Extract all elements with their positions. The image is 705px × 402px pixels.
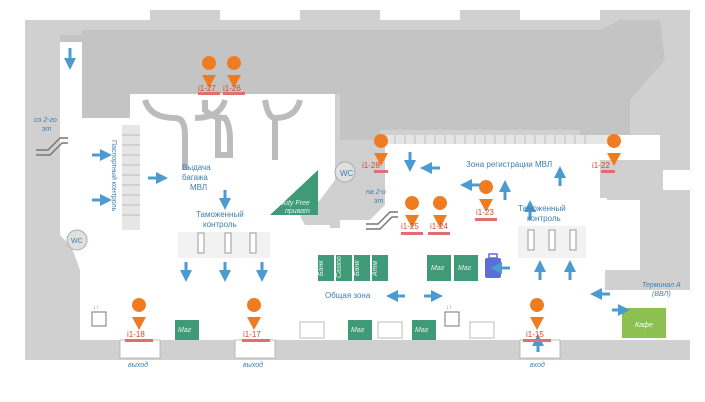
escalator-icon: [366, 211, 398, 230]
exit-bumps: [119, 339, 561, 359]
shop-label: Маг: [458, 265, 472, 272]
cafe-label: Кафе: [635, 322, 653, 329]
terminal-a-label: Терминал А: [642, 282, 681, 289]
location-pin-icon[interactable]: [479, 180, 494, 212]
baggage-carousels: [142, 98, 303, 170]
pin-label: i1-28: [362, 161, 380, 170]
location-pin-icon[interactable]: [374, 134, 389, 166]
escalator-icon: [36, 137, 68, 156]
location-pin-icon[interactable]: [202, 56, 217, 88]
pin-label: i1-23: [476, 208, 494, 217]
shop-label: Атм: [372, 261, 379, 277]
customs-gates-left: [178, 232, 270, 258]
shop-label: Банк: [354, 260, 361, 276]
wc-icon: [334, 161, 356, 183]
pin-label: i1-22: [592, 161, 610, 170]
location-pin-icon[interactable]: [247, 298, 262, 330]
shop-label: Маг: [415, 327, 429, 334]
location-pin-icon[interactable]: [405, 196, 420, 228]
elevator-icon: ↓↑: [444, 305, 460, 327]
wc-label: WC: [71, 238, 83, 245]
location-pin-icon[interactable]: [530, 298, 545, 330]
customs-left-label: Таможенный: [196, 210, 244, 219]
shop-label: Маг: [431, 265, 445, 272]
pin-label: i1-18: [127, 330, 145, 339]
duty-free-label: Duty Free: [279, 200, 310, 207]
pin-label: i1-25: [401, 222, 419, 231]
location-pin-icon[interactable]: [607, 134, 622, 166]
shops: [175, 255, 478, 340]
passport-control-label: Паспортный контроль: [110, 140, 118, 212]
location-pin-icon[interactable]: [433, 196, 448, 228]
pin-label: i1-15: [526, 330, 544, 339]
checkin-zone-label: Зона регистрации МВЛ: [466, 160, 552, 169]
upper-zone: [60, 20, 665, 160]
baggage-claim-label-2: багажа: [182, 173, 208, 182]
exit-label: выход: [243, 361, 263, 369]
wc-label: WC: [340, 169, 354, 178]
shop-label: Casino: [336, 256, 343, 278]
checkin-counters: [385, 135, 615, 144]
wc-icon: [66, 229, 88, 251]
terminal-a-label-2: (ВВЛ): [652, 291, 671, 298]
location-pin-icon[interactable]: [227, 55, 242, 88]
common-zone-label: Общая зона: [325, 291, 371, 300]
customs-right-label: Таможенный: [518, 204, 566, 213]
exit-label: выход: [128, 361, 148, 369]
from-2nd-floor-label-2: эт: [42, 126, 51, 133]
pin-label: i1-26: [223, 84, 241, 93]
pin-label: i1-27: [198, 84, 216, 93]
gate-bars: [125, 92, 615, 342]
location-pin-icon[interactable]: [132, 298, 147, 330]
duty-free-label-2: приват: [285, 208, 310, 215]
svg-text:↓↑: ↓↑: [93, 305, 99, 311]
pin-label: i1-24: [430, 222, 448, 231]
to-2nd-floor-label: на 2-о: [366, 189, 386, 196]
baggage-claim-label-3: МВЛ: [190, 183, 207, 192]
customs-right-label-2: контроль: [527, 214, 561, 223]
duty-free-shop[interactable]: [270, 170, 318, 215]
shop-label: Банк: [318, 260, 325, 276]
customs-left-label-2: контроль: [203, 220, 237, 229]
shop-label: Маг: [178, 327, 192, 334]
entrance-label: вход: [530, 361, 545, 369]
baggage-claim-label: Выдача: [182, 163, 211, 172]
shop-label: Маг: [351, 327, 365, 334]
pin-label: i1-17: [243, 330, 261, 339]
from-2nd-floor-label: со 2-го: [34, 117, 57, 124]
elevator-icon: ↓↑: [91, 305, 107, 327]
customs-gates-right: [518, 226, 586, 258]
svg-text:↓↑: ↓↑: [446, 305, 452, 311]
passport-booths: [122, 125, 140, 230]
info-kiosks: [299, 321, 495, 339]
direction-arrows: [64, 48, 630, 352]
to-2nd-floor-label-2: эт: [374, 198, 383, 205]
